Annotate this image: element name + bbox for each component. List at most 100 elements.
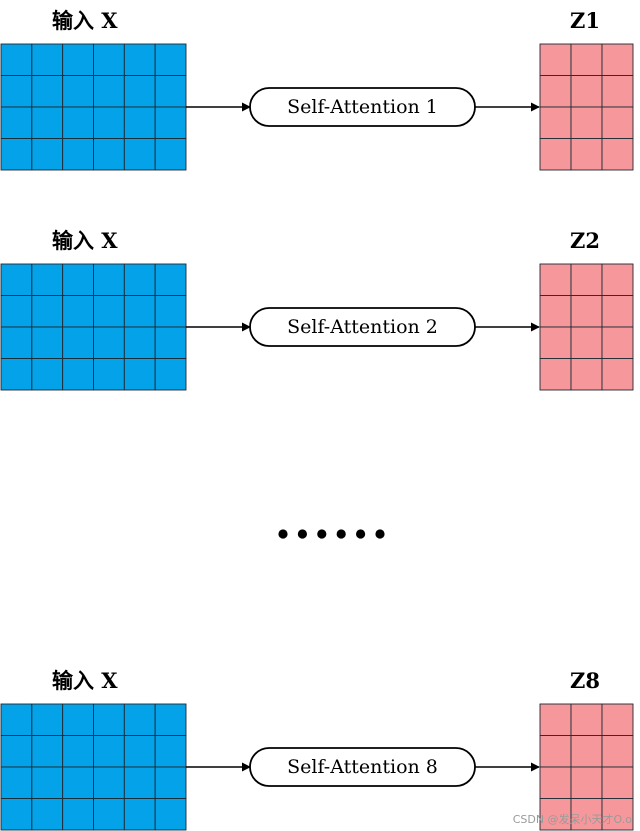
matrix-cell <box>601 295 634 328</box>
matrix-cell <box>62 295 94 328</box>
matrix-cell <box>93 138 125 171</box>
matrix-cell <box>123 326 156 359</box>
matrix-cell <box>31 106 64 139</box>
matrix-cell <box>601 326 634 359</box>
matrix-cell <box>31 263 64 296</box>
matrix-cell <box>601 703 634 736</box>
input-matrix <box>0 263 187 391</box>
matrix-cell <box>601 106 634 139</box>
matrix-cell <box>154 263 187 296</box>
output-label: Z1 <box>570 8 600 33</box>
matrix-cell <box>62 735 94 768</box>
matrix-cell <box>123 735 156 768</box>
matrix-cell <box>31 735 64 768</box>
attention-head-row: 输入 X Self-Attention 2 Z2 <box>0 228 634 391</box>
matrix-cell <box>0 138 33 171</box>
matrix-cell <box>0 703 33 736</box>
matrix-cell <box>0 326 33 359</box>
matrix-cell <box>570 263 603 296</box>
matrix-cell <box>601 43 634 76</box>
input-matrix <box>0 703 187 831</box>
matrix-cell <box>0 75 33 108</box>
matrix-cell <box>539 703 572 736</box>
matrix-cell <box>31 358 64 391</box>
matrix-cell <box>0 798 33 831</box>
matrix-cell <box>31 75 64 108</box>
matrix-cell <box>570 766 603 799</box>
matrix-cell <box>123 263 156 296</box>
matrix-cell <box>0 358 33 391</box>
matrix-cell <box>570 43 603 76</box>
matrix-cell <box>93 735 125 768</box>
matrix-cell <box>93 358 125 391</box>
matrix-cell <box>0 735 33 768</box>
matrix-cell <box>93 766 125 799</box>
matrix-cell <box>62 798 94 831</box>
ellipsis-dot <box>336 529 346 539</box>
matrix-cell <box>62 766 94 799</box>
matrix-cell <box>154 106 187 139</box>
matrix-cell <box>570 735 603 768</box>
matrix-cell <box>539 138 572 171</box>
matrix-cell <box>123 358 156 391</box>
matrix-cell <box>31 798 64 831</box>
output-matrix <box>539 263 634 391</box>
matrix-cell <box>62 43 94 76</box>
matrix-cell <box>570 138 603 171</box>
matrix-cell <box>93 263 125 296</box>
watermark: CSDN @发呆小天才O.o <box>512 813 632 826</box>
ellipsis-dot <box>375 529 385 539</box>
matrix-cell <box>62 358 94 391</box>
output-matrix <box>539 703 634 831</box>
matrix-cell <box>570 106 603 139</box>
matrix-cell <box>93 295 125 328</box>
ellipsis-dots <box>278 529 385 539</box>
matrix-cell <box>154 295 187 328</box>
matrix-cell <box>0 295 33 328</box>
matrix-cell <box>601 138 634 171</box>
ellipsis-dot <box>356 529 366 539</box>
matrix-cell <box>539 106 572 139</box>
matrix-cell <box>31 766 64 799</box>
matrix-cell <box>123 295 156 328</box>
matrix-cell <box>93 326 125 359</box>
matrix-cell <box>31 43 64 76</box>
matrix-cell <box>31 326 64 359</box>
matrix-cell <box>539 43 572 76</box>
self-attention-label: Self-Attention 1 <box>287 96 438 118</box>
matrix-cell <box>62 138 94 171</box>
matrix-cell <box>570 798 603 831</box>
matrix-cell <box>62 703 94 736</box>
matrix-cell <box>539 326 572 359</box>
matrix-cell <box>154 798 187 831</box>
matrix-cell <box>123 766 156 799</box>
matrix-cell <box>123 75 156 108</box>
matrix-cell <box>31 295 64 328</box>
matrix-cell <box>93 43 125 76</box>
matrix-cell <box>570 326 603 359</box>
matrix-cell <box>154 358 187 391</box>
ellipsis-dot <box>317 529 327 539</box>
matrix-cell <box>31 703 64 736</box>
matrix-cell <box>601 766 634 799</box>
matrix-cell <box>539 358 572 391</box>
attention-head-row: 输入 X Self-Attention 8 Z8 <box>0 668 634 831</box>
input-label: 输入 X <box>52 8 118 33</box>
matrix-cell <box>154 138 187 171</box>
matrix-cell <box>62 263 94 296</box>
matrix-cell <box>154 75 187 108</box>
matrix-cell <box>123 798 156 831</box>
self-attention-label: Self-Attention 2 <box>287 316 438 338</box>
matrix-cell <box>539 75 572 108</box>
input-label: 输入 X <box>52 228 118 253</box>
matrix-cell <box>0 263 33 296</box>
matrix-cell <box>601 798 634 831</box>
matrix-cell <box>0 106 33 139</box>
matrix-cell <box>123 43 156 76</box>
matrix-cell <box>62 326 94 359</box>
matrix-cell <box>93 798 125 831</box>
output-label: Z8 <box>570 668 600 693</box>
ellipsis-dot <box>297 529 307 539</box>
attention-head-row: 输入 X Self-Attention 1 Z1 <box>0 8 634 171</box>
